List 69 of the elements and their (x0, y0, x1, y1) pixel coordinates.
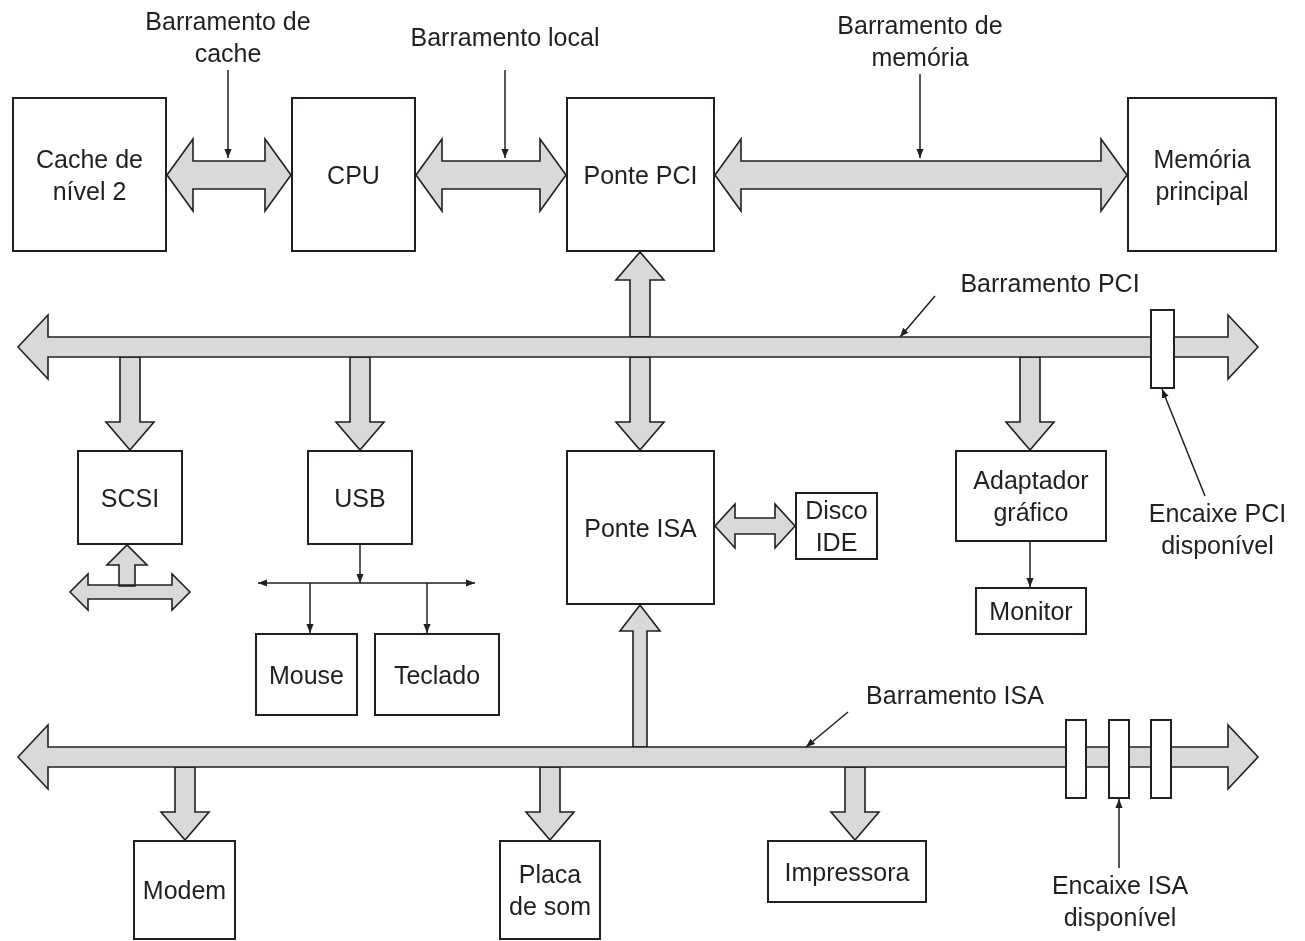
box-label: Mouse (268, 659, 344, 691)
box-label: Disco IDE (804, 495, 869, 558)
component-box (255, 633, 358, 716)
box-label: Placa de som (508, 859, 592, 922)
bus-arrow (334, 356, 386, 452)
component-box (12, 97, 167, 252)
component-box (566, 97, 715, 252)
bus-arrow (713, 501, 797, 551)
arrow (306, 582, 314, 634)
component-box (77, 450, 183, 545)
bus-label: Encaixe ISA disponível (1025, 868, 1215, 934)
bus-bar (16, 312, 1260, 382)
leader-line (1026, 541, 1034, 588)
bus-label: Barramento ISA (840, 678, 1070, 712)
component-box (975, 587, 1087, 635)
box-label: Cache de nível 2 (35, 143, 144, 207)
bus-arrow (618, 603, 662, 748)
box-label: USB (334, 482, 386, 514)
bus-arrow (829, 766, 881, 842)
arrow (423, 582, 431, 634)
bus-arrow (714, 136, 1128, 214)
bus-arrow (614, 356, 666, 452)
box-label: Adaptador gráfico (972, 465, 1090, 528)
bus-label: Barramento local (410, 4, 600, 70)
box-label: SCSI (100, 482, 160, 514)
leader-line (356, 544, 364, 584)
slot-box (1108, 719, 1130, 799)
leader-line (805, 711, 849, 748)
bus-arrow (68, 543, 192, 612)
component-box (133, 840, 236, 940)
box-label: Modem (142, 875, 227, 906)
bus-arrow (524, 766, 576, 842)
leader-line (916, 73, 924, 159)
leader-line (1161, 388, 1206, 497)
bus-label: Encaixe PCI disponível (1130, 496, 1305, 562)
component-box (499, 840, 601, 940)
bus-arrow (415, 136, 567, 214)
component-box (795, 492, 878, 560)
leader-line (224, 69, 232, 159)
leader-line (501, 69, 509, 159)
slot-box (1065, 719, 1087, 799)
box-label: Teclado (393, 659, 481, 691)
bus-label: Barramento de cache (120, 4, 336, 70)
slot-box (1150, 719, 1172, 799)
component-box (1127, 97, 1277, 252)
box-label: Memória principal (1152, 143, 1252, 207)
bus-arrow (614, 250, 666, 338)
component-box (566, 450, 715, 605)
box-label: Ponte PCI (583, 159, 698, 191)
bus-arrow (104, 356, 156, 452)
component-box (374, 633, 500, 716)
slot-box (1150, 309, 1175, 389)
leader-line (1115, 798, 1123, 869)
bus-label: Barramento de memória (800, 8, 1040, 74)
component-box (955, 450, 1107, 542)
component-box (291, 97, 416, 252)
box-label: Ponte ISA (584, 512, 697, 544)
bus-bar (16, 722, 1260, 792)
box-label: CPU (327, 159, 380, 191)
bus-arrow (166, 136, 292, 214)
component-box (767, 840, 927, 903)
box-label: Impressora (784, 856, 910, 888)
leader-line (899, 295, 936, 338)
bus-arrow (1004, 356, 1056, 452)
bus-arrow (159, 766, 211, 842)
bus-line (257, 579, 476, 587)
box-label: Monitor (989, 596, 1073, 627)
component-box (307, 450, 413, 545)
bus-label: Barramento PCI (935, 266, 1165, 300)
